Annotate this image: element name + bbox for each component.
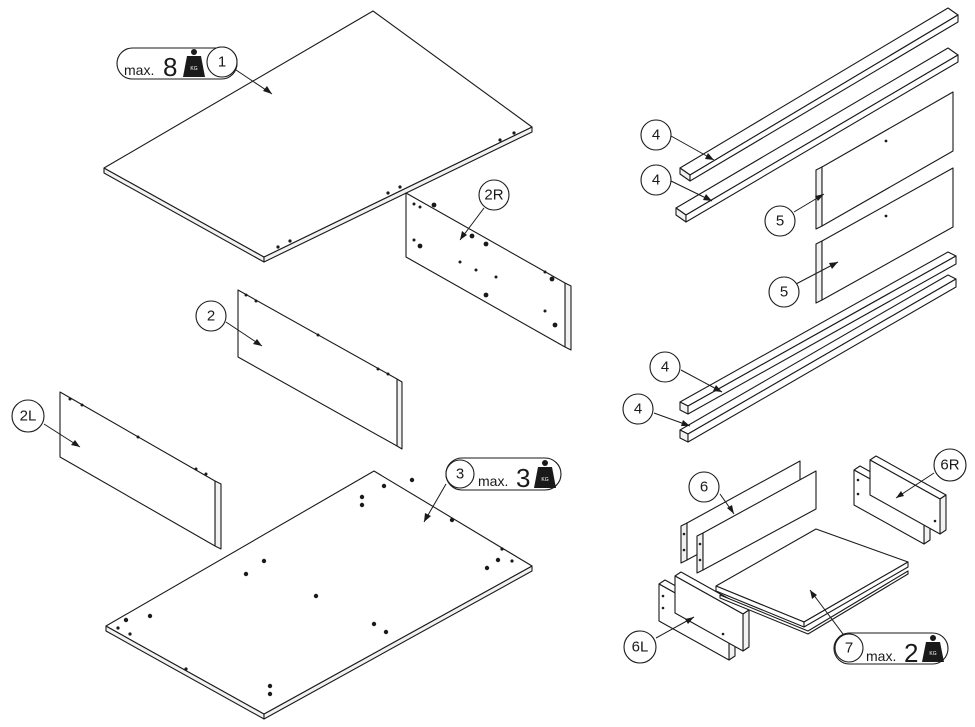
callout-label: 4	[652, 172, 660, 189]
part-4-rail-lower-b	[679, 274, 957, 443]
part-1-top-panel	[103, 10, 533, 263]
callout-part-4a: 4	[640, 119, 672, 151]
kg-badge-text: KG	[541, 477, 548, 483]
callout-label: 6L	[632, 639, 649, 656]
callout-part-6l: 6L	[623, 630, 657, 664]
callout-label: 5	[776, 213, 784, 230]
callout-label: 7	[845, 640, 853, 657]
callout-part-4c: 4	[649, 351, 681, 383]
part-3-bottom-panel	[105, 470, 533, 720]
load-value: 2	[904, 638, 918, 668]
part-6l-drawer-side	[658, 571, 750, 661]
callout-part-3-overlay: 3	[445, 459, 475, 489]
callout-label: 4	[661, 359, 669, 376]
part-7-drawer-bottom	[715, 528, 909, 635]
callout-label: 2R	[484, 187, 503, 204]
callout-part-6r: 6R	[933, 448, 967, 482]
load-prefix: max.	[866, 648, 896, 664]
part-5-drawer-front-b	[815, 167, 954, 304]
max-load-badge-drawer: max. 2 KG	[833, 632, 949, 668]
callout-part-1-overlay: 1	[206, 46, 238, 78]
part-4-rail-lower-a	[679, 251, 957, 415]
callout-label: 2	[207, 308, 215, 325]
kg-weight-icon: KG	[183, 49, 205, 77]
part-6r-drawer-side	[853, 455, 947, 545]
load-value: 8	[163, 52, 177, 82]
load-value: 3	[516, 463, 530, 493]
callout-label: 4	[652, 127, 660, 144]
callout-part-5a: 5	[764, 205, 796, 237]
load-prefix: max.	[124, 62, 154, 78]
callout-label: 6R	[940, 457, 959, 474]
part-6-drawer-back	[680, 460, 817, 574]
callout-part-2l: 2L	[11, 399, 45, 433]
load-prefix: max.	[478, 473, 508, 489]
part-2-middle-panel	[225, 289, 403, 450]
callout-label: 2L	[20, 408, 37, 425]
callout-part-2: 2	[195, 300, 227, 332]
callout-part-4d: 4	[622, 393, 654, 425]
callout-label: 1	[218, 54, 226, 71]
part-4-rail-upper-a	[679, 7, 959, 182]
kg-weight-icon: KG	[534, 460, 556, 488]
part-2r-side-panel	[405, 192, 572, 351]
callout-label: 6	[700, 479, 708, 496]
callout-part-4b: 4	[640, 164, 672, 196]
kg-badge-text: KG	[190, 66, 197, 72]
callout-label: 3	[456, 466, 464, 483]
callout-part-2r: 2R	[478, 179, 510, 211]
callout-part-5b: 5	[768, 276, 800, 308]
callout-label: 5	[780, 284, 788, 301]
kg-weight-icon: KG	[922, 635, 944, 662]
kg-badge-text: KG	[929, 651, 936, 657]
callout-part-6: 6	[688, 471, 720, 503]
max-load-badge-bottom: max. 3 KG	[445, 457, 562, 493]
callout-part-7-overlay: 7	[834, 633, 864, 663]
callout-label: 4	[634, 401, 642, 418]
part-4-rail-upper-b	[675, 47, 959, 223]
part-2l-side-panel	[43, 391, 222, 550]
max-load-badge-top: max. 8 KG	[116, 47, 238, 82]
